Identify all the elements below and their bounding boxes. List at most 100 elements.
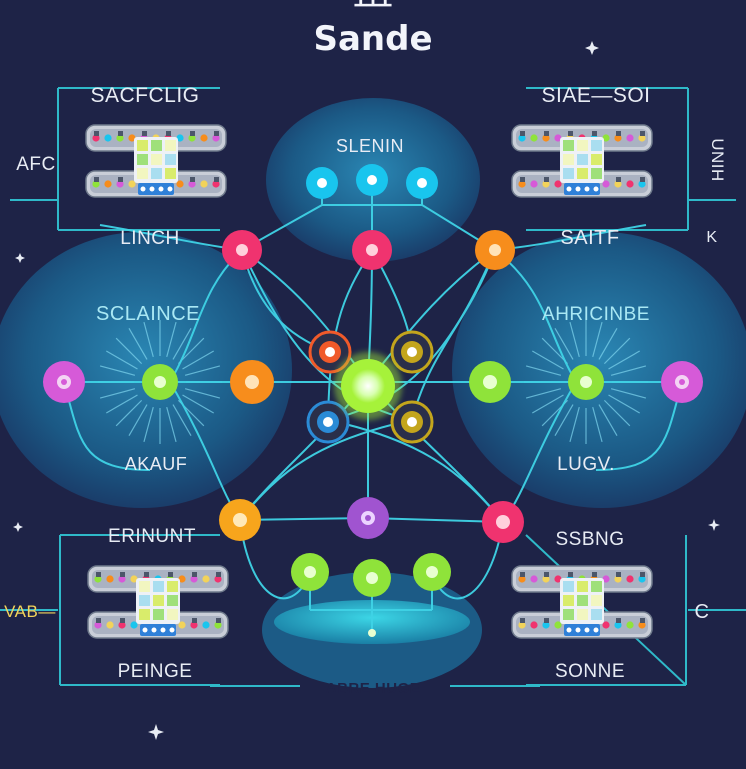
spoke-line: [99, 388, 136, 399]
spoke-line: [106, 394, 138, 414]
label-top-bubble: SLENIN: [336, 136, 404, 156]
spoke-line: [115, 399, 143, 427]
network-node-icon: [390, 330, 434, 374]
network-node-icon: [308, 330, 352, 374]
spoke-line: [143, 406, 154, 443]
header-top-text: ꞮꞮꞮ: [354, 0, 392, 12]
spoke-line: [532, 350, 564, 370]
spoke-line: [128, 328, 148, 360]
network-node-icon: [469, 361, 511, 403]
spoke-line: [569, 406, 580, 443]
network-node-icon: [347, 497, 389, 539]
chip-pins: [564, 183, 600, 195]
spoke-line: [608, 394, 640, 414]
network-node-icon: [291, 553, 329, 591]
spoke-line: [166, 406, 177, 443]
circuit-board-icon: [511, 565, 653, 593]
label-lower-right: SSBNG: [555, 529, 624, 550]
spoke-line: [532, 394, 564, 414]
network-node-icon: [568, 364, 604, 400]
network-node-icon: [352, 230, 392, 270]
chip-block-icon: [136, 578, 180, 624]
network-node-icon: [413, 553, 451, 591]
label-upper-left-small: LINCH: [120, 228, 180, 249]
network-node-icon: [661, 361, 703, 403]
chip-block-icon: [134, 137, 178, 183]
spoke-line: [172, 328, 192, 360]
label-bottom-center: ABRE HUGE: [326, 680, 421, 697]
spoke-line: [598, 328, 618, 360]
chip-block-icon: [560, 137, 604, 183]
label-right-edge-vertical: UNIH: [708, 138, 727, 182]
circuit-board-icon: [85, 124, 227, 152]
page-title: Sande: [313, 19, 432, 59]
label-top-right: SIAE—SOI: [541, 84, 650, 107]
spoke-line: [182, 350, 214, 370]
decorations: [13, 41, 720, 740]
spoke-line: [554, 328, 574, 360]
label-lower-left: ERINUNT: [108, 526, 196, 547]
sparkle-icon: [13, 522, 23, 532]
label-bottom-right: SONNE: [555, 661, 625, 682]
network-node-icon: [306, 400, 350, 444]
spoke-line: [603, 399, 631, 427]
spoke-line: [569, 321, 580, 358]
network-node-icon: [306, 167, 338, 199]
chip-pins: [564, 624, 600, 636]
label-right-bubble-bottom: LUGV.: [557, 454, 615, 475]
bowl-dot: [368, 629, 376, 637]
spoke-line: [182, 394, 214, 414]
label-right-lower-edge: C: [695, 601, 710, 623]
spoke-line: [184, 388, 221, 399]
spoke-line: [99, 365, 136, 376]
spoke-line: [610, 388, 647, 399]
label-top-left: SACFCLIG: [90, 84, 199, 107]
label-left-lower-edge: VAB—: [4, 602, 56, 621]
spoke-line: [143, 321, 154, 358]
sparkle-icon: [148, 724, 164, 740]
network-node-icon: [230, 360, 274, 404]
network-node-icon: [390, 400, 434, 444]
network-node-icon: [142, 364, 178, 400]
label-left-edge: AFC: [16, 154, 56, 175]
network-node-icon: [356, 164, 388, 196]
sparkle-icon: [708, 519, 720, 531]
spoke-line: [592, 406, 603, 443]
spoke-line: [525, 365, 562, 376]
chip-pins: [140, 624, 176, 636]
spoke-line: [172, 404, 192, 436]
label-left-bubble-bottom: AKAUF: [125, 454, 188, 474]
spoke-line: [608, 350, 640, 370]
label-bottom-left: PEINGE: [118, 661, 193, 682]
frame-lines: [0, 87, 746, 687]
network-node-icon: [482, 501, 524, 543]
sparkle-icon: [15, 253, 25, 263]
label-right-small-mark: K: [706, 229, 717, 246]
spoke-line: [603, 337, 631, 365]
network-node-icon: [222, 230, 262, 270]
central-hub-node: [334, 352, 402, 420]
label-left-bubble-top: SCLAINCE: [96, 303, 200, 325]
chip-block-icon: [560, 578, 604, 624]
spoke-line: [598, 404, 618, 436]
spoke-line: [184, 365, 221, 376]
nodes: [43, 164, 703, 637]
network-node-icon: [43, 361, 85, 403]
network-node-icon: [406, 167, 438, 199]
spoke-line: [106, 350, 138, 370]
spoke-line: [610, 365, 647, 376]
spoke-line: [166, 321, 177, 358]
label-upper-right-small: SAITF: [560, 227, 619, 249]
network-node-icon: [475, 230, 515, 270]
left-bubble: [0, 232, 292, 508]
spoke-line: [592, 321, 603, 358]
sparkle-icon: [585, 41, 599, 55]
spoke-line: [128, 404, 148, 436]
label-right-bubble-top: AHRICINBE: [542, 304, 650, 325]
spoke-line: [554, 404, 574, 436]
circuit-boards: [85, 124, 653, 639]
spoke-line: [525, 388, 562, 399]
network-node-icon: [219, 499, 261, 541]
